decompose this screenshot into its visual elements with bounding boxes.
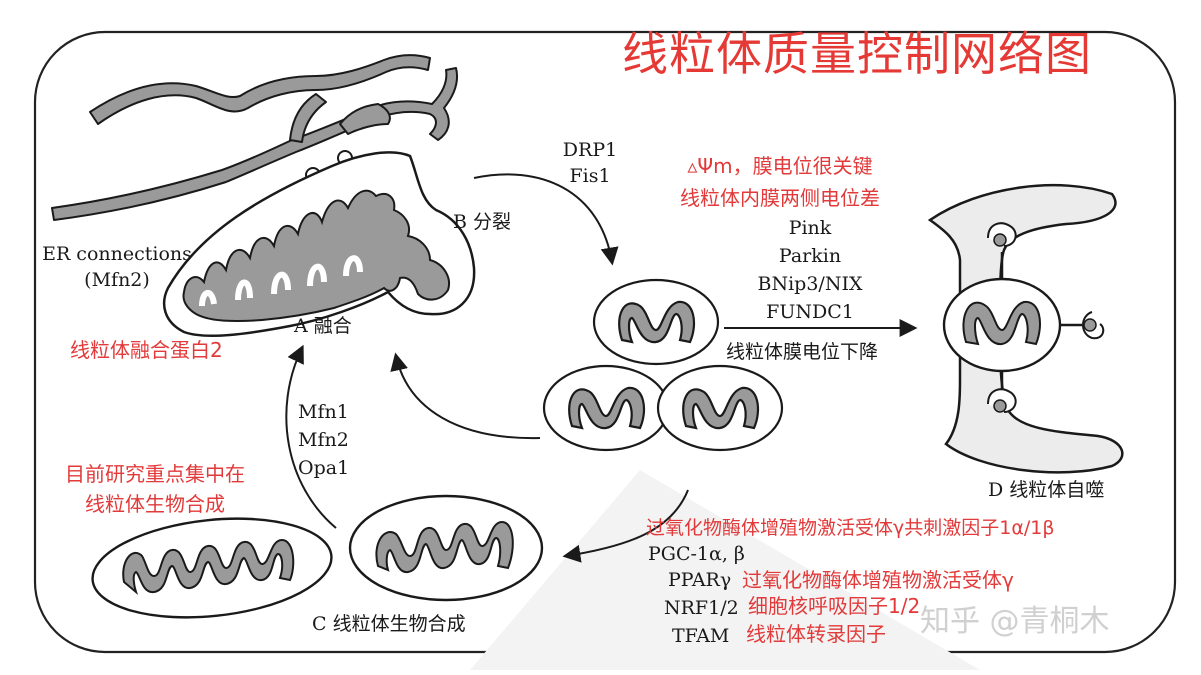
cycle-arrows bbox=[285, 173, 918, 563]
ppar-gamma-note: 过氧化物酶体增殖物激活受体γ bbox=[742, 568, 1014, 592]
mfn2-protein-label: Mfn2 bbox=[298, 429, 349, 451]
er-network bbox=[51, 54, 458, 221]
fusion-return-arrow bbox=[390, 352, 541, 440]
page-title: 线粒体质量控制网络图 bbox=[622, 27, 1092, 81]
membrane-potential-note: ▵Ψm，膜电位很关键 bbox=[687, 154, 873, 178]
fusion-protein-note: 线粒体融合蛋白2 bbox=[70, 338, 223, 362]
fused-mitochondrion bbox=[163, 151, 476, 338]
pgc1-label: PGC-1α, β bbox=[648, 543, 745, 565]
pgc1-note: 过氧化物酶体增殖物激活受体γ共刺激因子1α/1β bbox=[646, 517, 1055, 539]
membrane-potential-drop-label: 线粒体膜电位下降 bbox=[726, 341, 879, 363]
fusion-arrow bbox=[285, 344, 337, 529]
biogenesis-arrow bbox=[562, 489, 689, 563]
parkin-label: Parkin bbox=[778, 245, 842, 267]
mfn1-label: Mfn1 bbox=[298, 401, 349, 423]
fission-caption: B 分裂 bbox=[453, 211, 512, 233]
tfam-label: TFAM bbox=[672, 625, 730, 647]
ppar-gamma-label: PPARγ bbox=[668, 569, 732, 591]
er-connections-label: ER connections bbox=[42, 243, 192, 265]
opa1-label: Opa1 bbox=[298, 457, 350, 479]
fission-mitochondria bbox=[542, 278, 784, 452]
mfn2-label: (Mfn2) bbox=[84, 269, 150, 291]
fission-arrow bbox=[473, 173, 619, 266]
mitophagy-caption: D 线粒体自噬 bbox=[988, 479, 1105, 501]
watermark-shape bbox=[470, 470, 980, 670]
nrf-note: 细胞核呼吸因子1/2 bbox=[748, 594, 921, 618]
membrane-potential-definition: 线粒体内膜两侧电位差 bbox=[680, 186, 880, 210]
research-focus-note: 目前研究重点集中在 bbox=[65, 462, 245, 486]
research-focus-note-2: 线粒体生物合成 bbox=[85, 492, 225, 516]
autophagosome bbox=[927, 183, 1124, 474]
biogenesis-caption: C 线粒体生物合成 bbox=[312, 613, 466, 635]
bnip3-nix-label: BNip3/NIX bbox=[757, 273, 863, 295]
tfam-note: 线粒体转录因子 bbox=[746, 622, 886, 646]
fundc1-label: FUNDC1 bbox=[766, 301, 854, 323]
drp1-label: DRP1 bbox=[562, 139, 618, 161]
fis1-label: Fis1 bbox=[569, 165, 611, 187]
nrf-label: NRF1/2 bbox=[664, 597, 739, 619]
fusion-caption: A 融合 bbox=[294, 315, 352, 337]
watermark-text: 知乎 @青桐木 bbox=[920, 604, 1110, 639]
pink-label: Pink bbox=[788, 217, 832, 239]
biogenesis-mitochondria bbox=[91, 494, 544, 619]
